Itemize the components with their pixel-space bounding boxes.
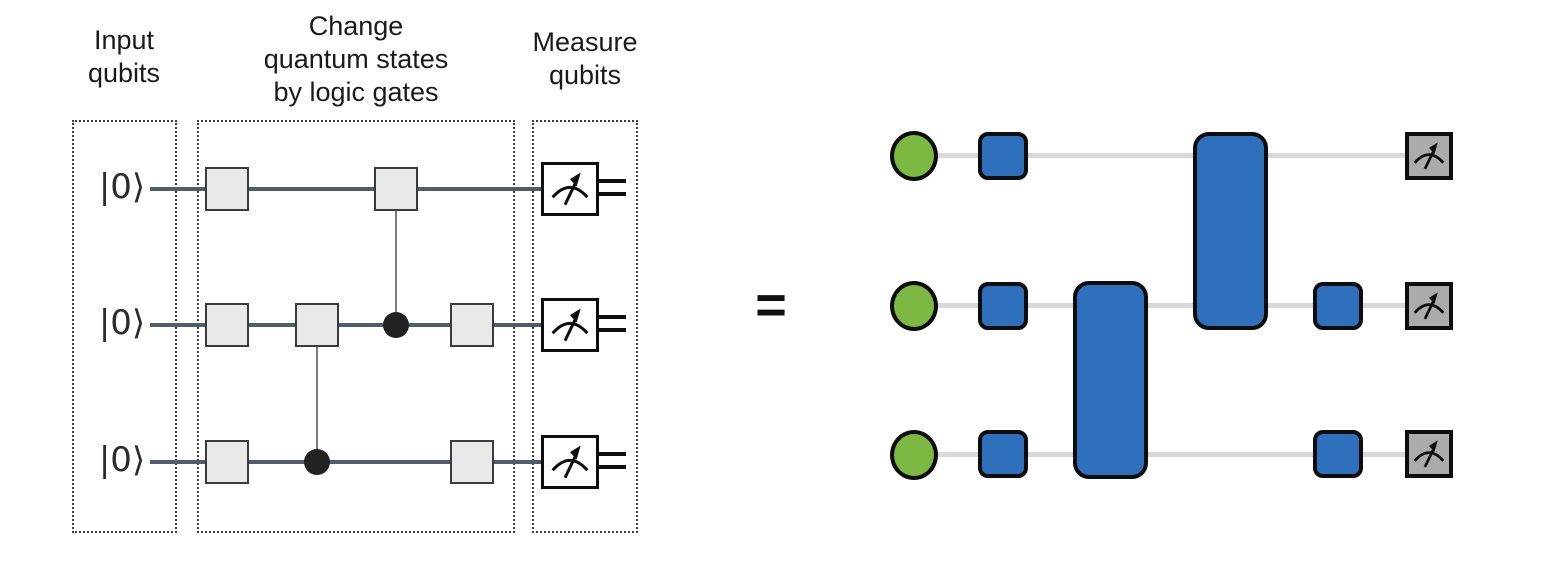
blue-gate-q3-b: [1313, 430, 1363, 478]
classical-line-q3-a: [599, 452, 626, 456]
gauge-icon: [1413, 440, 1445, 468]
classical-line-q3-b: [599, 465, 626, 469]
two-qubit-gate-q2-q3: [1073, 281, 1148, 479]
logic-gate-q1-b: [374, 167, 418, 211]
measure-box-simple-3: [1405, 430, 1453, 478]
control-dot-q3: [304, 449, 330, 475]
equals-sign: =: [755, 275, 787, 335]
classical-line-q1-a: [599, 179, 626, 183]
input-qubit-circle-2: [890, 281, 938, 331]
input-qubit-circle-1: [890, 131, 938, 181]
measure-box-q1: [541, 162, 599, 216]
two-qubit-gate-q1-q2: [1193, 132, 1268, 330]
logic-gate-q2-a: [205, 303, 249, 347]
logic-gates-label: Change quantum states by logic gates: [263, 11, 449, 107]
classical-line-q2-b: [599, 328, 626, 332]
blue-gate-q2-a: [978, 282, 1028, 330]
qubit-wire-3: [150, 460, 544, 464]
simple-wire-3: [914, 452, 1424, 457]
qubit-wire-1: [150, 187, 544, 191]
gauge-icon: [1413, 292, 1445, 320]
input-qubits-label: Input qubits: [87, 25, 161, 88]
ket-zero-label-1: |0⟩: [98, 167, 146, 207]
logic-gate-q1-a: [205, 167, 249, 211]
gauge-icon: [551, 172, 589, 206]
control-dot-q2: [383, 312, 409, 338]
blue-gate-q2-b: [1313, 282, 1363, 330]
measure-box-simple-2: [1405, 282, 1453, 330]
logic-gate-q3-b: [450, 440, 494, 484]
ket-zero-label-3: |0⟩: [98, 440, 146, 480]
blue-gate-q1-a: [978, 132, 1028, 180]
qubit-wire-2: [150, 323, 544, 327]
logic-gate-q3-a: [205, 440, 249, 484]
gauge-icon: [551, 445, 589, 479]
blue-gate-q3-a: [978, 430, 1028, 478]
logic-gate-q2-b: [295, 303, 339, 347]
ket-zero-label-2: |0⟩: [98, 303, 146, 343]
gauge-icon: [1413, 142, 1445, 170]
measure-box-q3: [541, 435, 599, 489]
measure-box-simple-1: [1405, 132, 1453, 180]
measure-qubits-label: Measure qubits: [532, 27, 638, 90]
measure-box-q2: [541, 298, 599, 352]
simple-wire-1: [914, 153, 1424, 158]
input-qubit-circle-3: [890, 430, 938, 480]
classical-line-q1-b: [599, 192, 626, 196]
simple-wire-2: [914, 303, 1424, 308]
control-line-q1-q2: [395, 210, 397, 320]
gauge-icon: [551, 308, 589, 342]
logic-gate-q2-c: [450, 303, 494, 347]
classical-line-q2-a: [599, 315, 626, 319]
control-line-q2-q3: [316, 346, 318, 456]
